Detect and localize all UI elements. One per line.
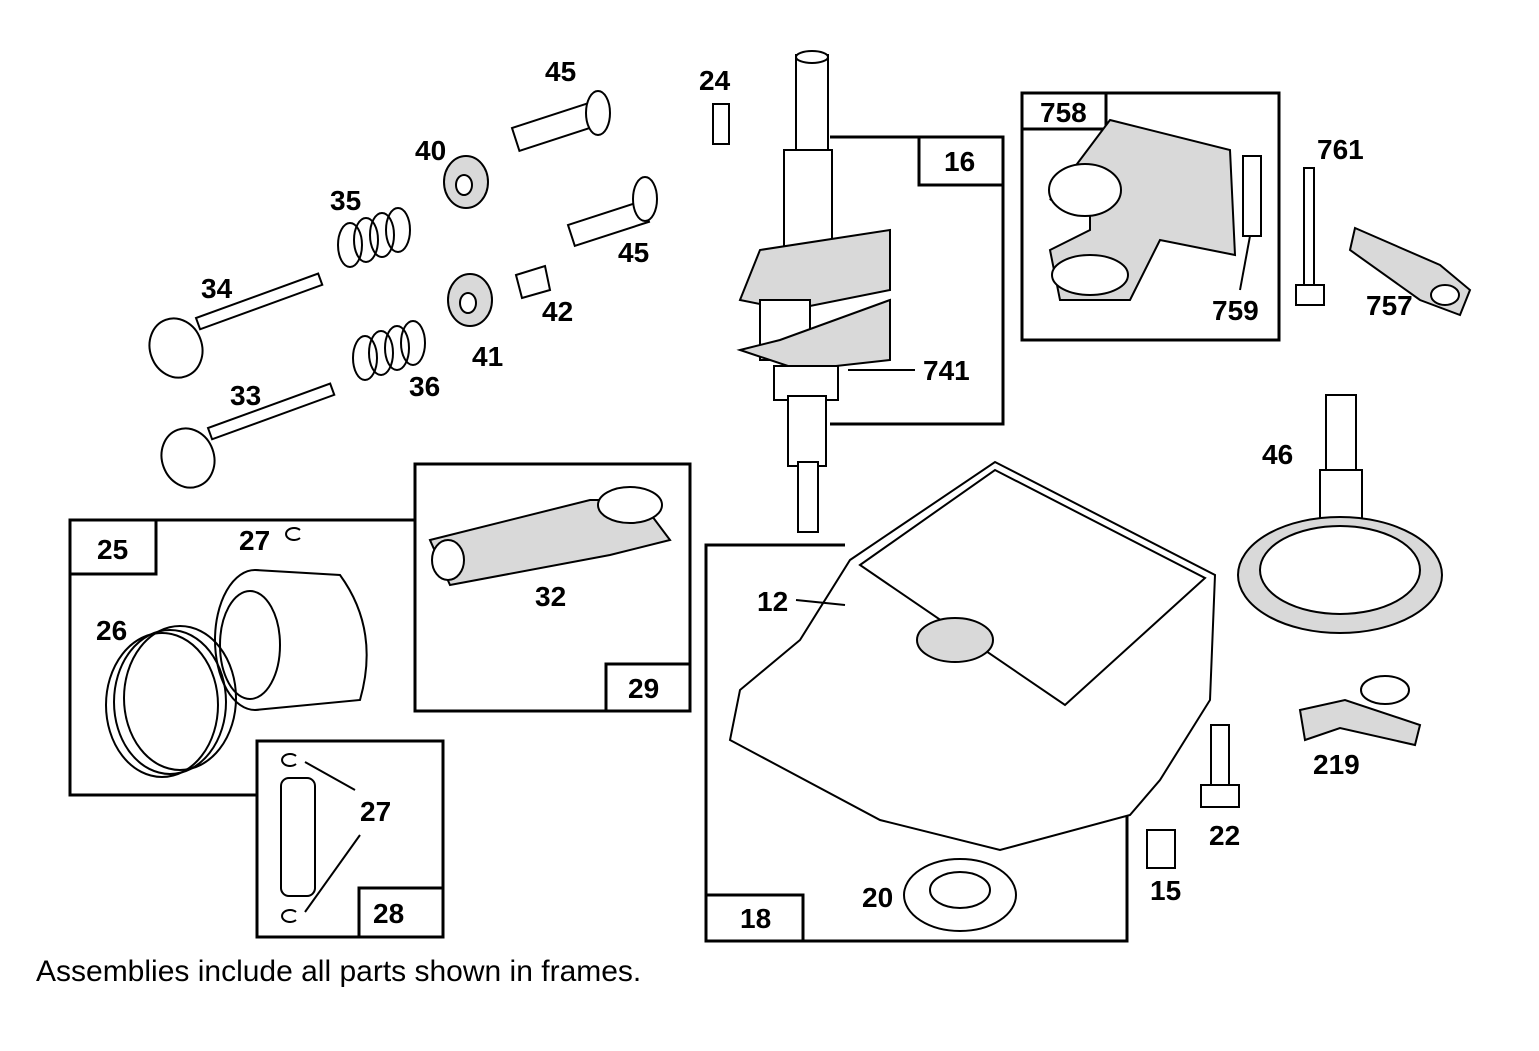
retainer-40-drawing	[443, 155, 489, 209]
callout-757: 757	[1366, 290, 1413, 321]
camshaft-drawing	[1237, 394, 1443, 634]
callout-24: 24	[699, 65, 731, 96]
callout-28: 28	[373, 898, 404, 929]
callout-25: 25	[97, 534, 128, 565]
callout-761: 761	[1317, 134, 1364, 165]
frame-29	[413, 462, 692, 713]
callout-45-top: 45	[545, 56, 576, 87]
guide-45b-drawing	[566, 176, 658, 248]
seal-20-drawing	[903, 858, 1017, 932]
guide-45a-drawing	[510, 90, 611, 153]
callout-18: 18	[740, 903, 771, 934]
keeper-42-drawing	[514, 264, 552, 300]
wrist-pin-drawing	[280, 777, 316, 897]
callout-219: 219	[1313, 749, 1360, 780]
conrod-758-drawing	[1048, 118, 1262, 301]
clip-27-drawing	[281, 527, 361, 923]
crankshaft-drawing	[736, 50, 915, 533]
callout-758: 758	[1040, 97, 1087, 128]
footnote: Assemblies include all parts shown in fr…	[36, 955, 642, 988]
rings-26-drawing	[105, 625, 237, 778]
conrod-29-drawing	[428, 486, 672, 587]
frame-16	[830, 135, 1005, 426]
callout-45-bottom: 45	[618, 237, 649, 268]
callout-40: 40	[415, 135, 446, 166]
bolt-22-drawing	[1200, 724, 1240, 808]
callout-27-bottom: 27	[360, 796, 391, 827]
callout-42: 42	[542, 296, 573, 327]
frame-18	[704, 543, 1129, 943]
callout-20: 20	[862, 882, 893, 913]
callout-15: 15	[1150, 875, 1181, 906]
callout-34: 34	[201, 273, 233, 304]
callout-12: 12	[757, 586, 788, 617]
callout-741: 741	[923, 355, 970, 386]
spring-35-drawing	[337, 207, 411, 268]
crankcase-drawing	[728, 460, 1217, 852]
callout-32: 32	[535, 581, 566, 612]
plug-15-drawing	[1146, 829, 1176, 869]
callout-27-top: 27	[239, 525, 270, 556]
callout-29: 29	[628, 673, 659, 704]
retainer-41-drawing	[447, 273, 493, 327]
dipper-757-drawing	[1348, 226, 1472, 317]
valve-34-drawing	[148, 272, 324, 379]
spring-36-drawing	[352, 320, 426, 381]
callout-759: 759	[1212, 295, 1259, 326]
callout-26: 26	[96, 615, 127, 646]
piston-drawing	[214, 569, 368, 711]
bolt-761-drawing	[1295, 167, 1325, 306]
frame-25	[68, 518, 415, 797]
callout-36: 36	[409, 371, 440, 402]
valve-33-drawing	[160, 382, 336, 489]
callout-33: 33	[230, 380, 261, 411]
governor-219-drawing	[1298, 675, 1422, 747]
callout-22: 22	[1209, 820, 1240, 851]
callout-46: 46	[1262, 439, 1293, 470]
frame-28	[255, 739, 445, 939]
callout-41: 41	[472, 341, 503, 372]
frame-758	[1020, 91, 1281, 342]
callout-16: 16	[944, 146, 975, 177]
key-24-drawing	[712, 103, 730, 145]
callout-35: 35	[330, 185, 361, 216]
